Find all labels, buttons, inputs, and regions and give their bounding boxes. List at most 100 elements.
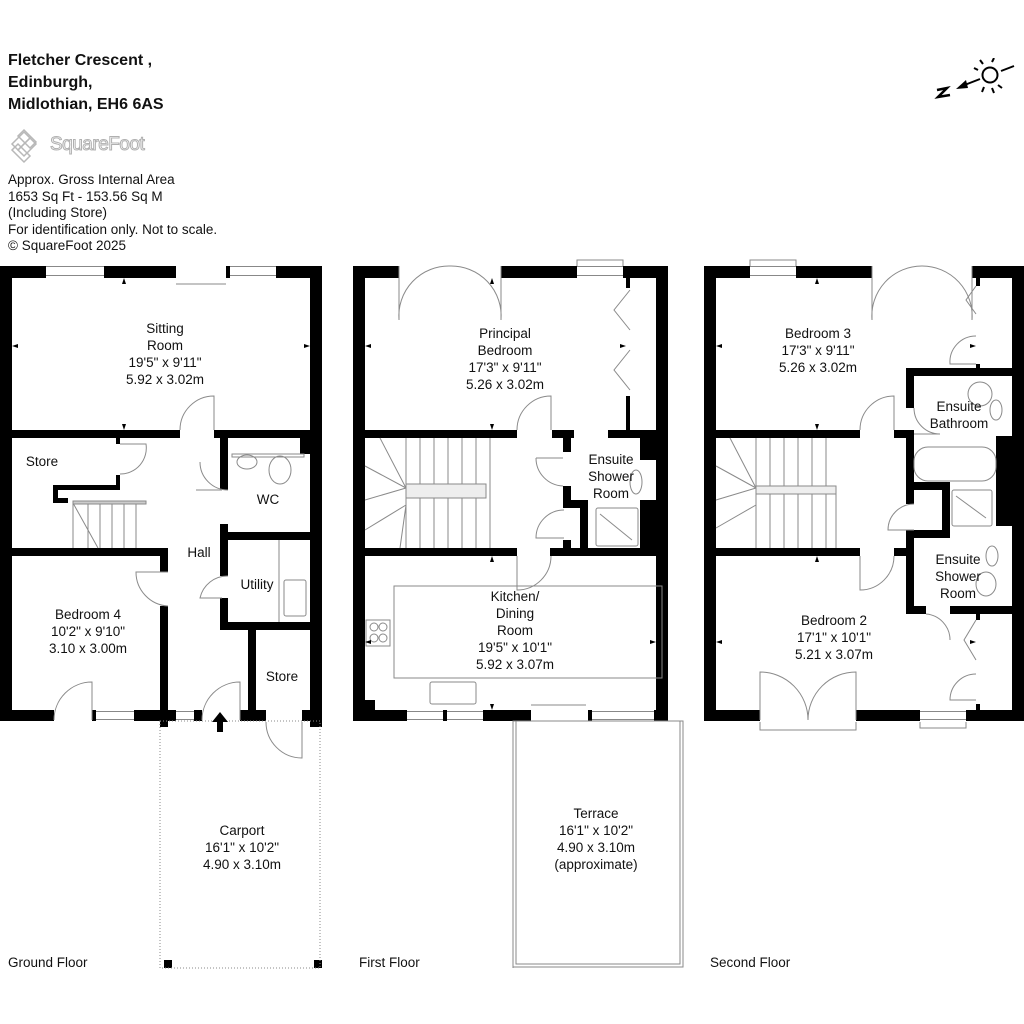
wall [240, 710, 266, 721]
wall [906, 430, 914, 482]
room-name: Bedroom 2 [800, 613, 868, 628]
wall [906, 538, 914, 614]
wall [0, 266, 46, 278]
wall [353, 710, 407, 721]
wall [640, 500, 656, 548]
wall [0, 710, 54, 721]
floor-label-ground: Ground Floor [8, 955, 88, 970]
wall [310, 266, 322, 721]
room-name: Room [146, 338, 184, 353]
wall [214, 430, 310, 438]
room-imperial: 17'3" x 9'11" [781, 343, 855, 358]
room-name: Ensuite [935, 552, 981, 567]
wall [300, 436, 312, 454]
address-line-2: Edinburgh, [8, 74, 93, 91]
wall [704, 266, 716, 721]
window [447, 711, 483, 720]
north-sun-compass-icon [934, 57, 1015, 99]
room-metric: 5.26 x 3.02m [778, 360, 858, 375]
wall [552, 430, 574, 438]
window [750, 266, 796, 276]
wall [563, 438, 571, 452]
wall [53, 485, 120, 490]
wall [856, 710, 920, 721]
room-imperial: 16'1" x 10'2" [558, 823, 634, 838]
window [176, 711, 194, 720]
wall [563, 540, 571, 550]
wall [796, 266, 872, 278]
window [407, 711, 445, 720]
window [96, 711, 134, 720]
squarefoot-logo: SquareFoot [8, 128, 168, 164]
room-metric: 5.92 x 3.07m [475, 657, 555, 672]
wall [0, 266, 12, 721]
room-sitting-room: Sitting Room 19'5" x 9'11" 5.92 x 3.02m [126, 320, 204, 388]
floor-label-first: First Floor [359, 955, 420, 970]
wall [950, 606, 1012, 614]
room-name: Store [25, 454, 59, 469]
room-name: Ensuite [936, 399, 982, 414]
room-carport: Carport 16'1" x 10'2" 4.90 x 3.10m [203, 822, 281, 873]
room-metric: 4.90 x 3.10m [556, 840, 636, 855]
window [920, 711, 966, 720]
wall [894, 548, 906, 556]
entrance-arrow-icon [212, 712, 228, 732]
room-name: Bedroom 4 [54, 607, 122, 622]
wall [894, 430, 906, 438]
room-bedroom-3: Bedroom 3 17'3" x 9'11" 5.26 x 3.02m [779, 325, 857, 376]
room-imperial: 16'1" x 10'2" [204, 840, 280, 855]
wall [906, 368, 1012, 376]
wall [134, 710, 176, 721]
info-line-3: (Including Store) [8, 205, 108, 220]
wall [12, 430, 180, 438]
room-name: Bathroom [929, 416, 989, 431]
room-name: Bedroom 3 [784, 326, 852, 341]
wall [914, 606, 926, 614]
wall [626, 396, 630, 430]
door-swing [179, 395, 215, 431]
room-name: Bedroom [477, 343, 533, 358]
wall [1012, 266, 1024, 721]
wall [220, 524, 228, 576]
wall [248, 630, 256, 714]
room-name: Store [265, 669, 299, 684]
wall [588, 710, 592, 721]
room-metric: 5.92 x 3.02m [125, 372, 205, 387]
wall [976, 704, 980, 710]
wall [942, 482, 950, 538]
wall [906, 530, 948, 538]
room-name: Kitchen/ [490, 589, 540, 604]
floor-label-second: Second Floor [710, 955, 791, 970]
room-name: Shower [588, 469, 634, 484]
room-hall: Hall [187, 544, 210, 561]
wall [194, 710, 202, 721]
wall [160, 705, 168, 727]
room-name: Sitting [146, 321, 184, 336]
wall [906, 482, 914, 504]
wall [704, 710, 760, 721]
property-address: Fletcher Crescent , Edinburgh, Midlothia… [8, 50, 164, 116]
compass [928, 57, 1020, 104]
room-imperial: 19'5" x 9'11" [128, 355, 202, 370]
area-info: Approx. Gross Internal Area 1653 Sq Ft -… [8, 172, 217, 255]
info-line-2: 1653 Sq Ft - 153.56 Sq M [8, 188, 163, 204]
room-store-2: Store [266, 668, 298, 685]
wall [220, 598, 228, 630]
room-name: Utility [240, 577, 274, 592]
wall [483, 710, 531, 721]
address-line-1: Fletcher Crescent , [8, 52, 153, 69]
window [230, 266, 276, 276]
wall [976, 614, 980, 620]
carport-post [314, 960, 322, 968]
wall [353, 266, 365, 721]
info-line-5: © SquareFoot 2025 [8, 238, 127, 253]
wall [654, 710, 668, 721]
room-ensuite-bathroom: Ensuite Bathroom [930, 398, 989, 432]
room-name: Hall [187, 545, 211, 560]
wall [906, 482, 946, 490]
room-imperial: 17'3" x 9'11" [468, 360, 542, 375]
room-bedroom-4: Bedroom 4 10'2" x 9'10" 3.10 x 3.00m [49, 606, 127, 657]
wall [626, 278, 630, 288]
info-line-1: Approx. Gross Internal Area [8, 172, 175, 187]
carport-post [164, 960, 172, 968]
